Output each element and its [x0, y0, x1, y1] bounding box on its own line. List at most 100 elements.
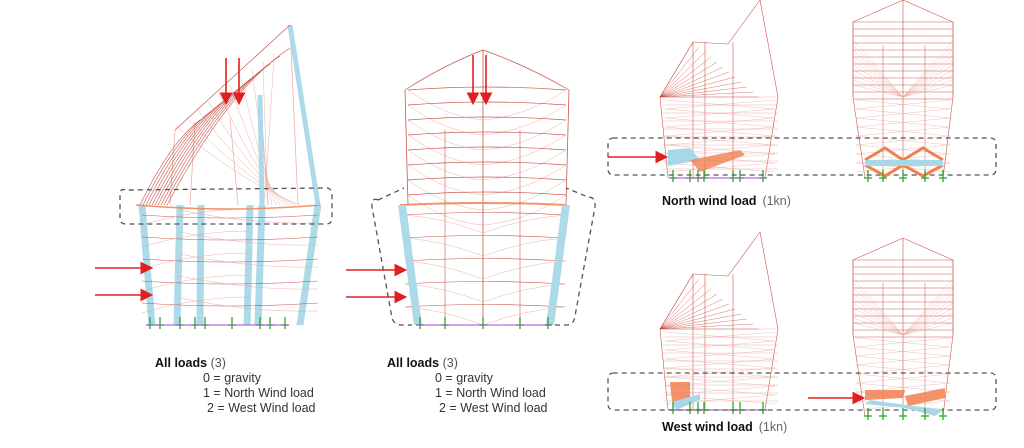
member [659, 96, 669, 179]
deformed-member [179, 231, 319, 246]
member [659, 66, 724, 98]
deformed-member [141, 280, 319, 285]
legend-item: 0 = gravity [203, 371, 262, 385]
deformed-member [407, 146, 567, 151]
deformed-member [262, 60, 269, 206]
member [852, 307, 904, 336]
member [902, 74, 954, 98]
member [902, 277, 954, 336]
member [852, 79, 904, 98]
structure-north-wind-side [607, 0, 997, 182]
member [855, 99, 951, 110]
member [664, 331, 776, 342]
deformed-member [407, 194, 484, 226]
column-stress-band [398, 205, 422, 325]
member [852, 317, 904, 336]
deformed-member [407, 161, 567, 166]
deformed-member [404, 304, 566, 308]
member [659, 273, 694, 330]
member [852, 0, 904, 23]
legend-item: 1 = North Wind load [203, 386, 314, 400]
structure-all-loads-left [95, 24, 333, 329]
member [852, 312, 904, 336]
member [692, 41, 729, 45]
member [852, 282, 904, 336]
member [902, 297, 954, 336]
deformed-member [404, 258, 566, 262]
stress-band [865, 160, 943, 166]
caption-count: (3) [442, 356, 458, 370]
member [659, 328, 669, 411]
member [902, 312, 954, 336]
caption-all-loads-right: All loads (3) 0 = gravity 1 = North Wind… [387, 356, 548, 416]
deformed-member [151, 87, 241, 206]
member [659, 51, 706, 98]
member [852, 69, 904, 98]
column-stress-band [138, 205, 156, 325]
member [289, 24, 299, 206]
member [902, 84, 954, 98]
caption-unit: (1kn) [758, 420, 788, 434]
member [902, 237, 954, 261]
member [852, 74, 904, 98]
member [659, 81, 742, 98]
structure-north-wind-front [852, 0, 954, 182]
deformed-member [179, 297, 319, 312]
column-stress-band [243, 205, 254, 325]
member [764, 96, 779, 179]
member [855, 337, 951, 348]
deformed-member [141, 214, 319, 219]
member [174, 24, 291, 131]
deformed-member [263, 52, 275, 206]
member [852, 302, 904, 336]
deformed-member [482, 214, 566, 234]
member [664, 349, 776, 360]
member [727, 231, 761, 277]
member [942, 334, 954, 417]
member [902, 39, 954, 98]
member [759, 231, 779, 330]
member [659, 283, 706, 330]
member [659, 288, 712, 330]
member [565, 89, 570, 206]
member [902, 0, 954, 23]
member [902, 69, 954, 98]
member [855, 126, 951, 137]
member [404, 89, 409, 206]
member [852, 322, 904, 336]
deformed-member [399, 202, 567, 206]
member [659, 61, 718, 98]
member [664, 358, 776, 369]
stress-band [672, 394, 700, 410]
deformed-member [166, 47, 291, 206]
deformed-member [482, 306, 566, 326]
member [659, 293, 718, 330]
member [664, 340, 776, 351]
deformed-member [407, 134, 484, 166]
member [852, 49, 904, 98]
deformed-member [404, 260, 484, 280]
member [855, 144, 951, 155]
legend-item: 0 = gravity [435, 371, 494, 385]
member [852, 297, 904, 336]
member [659, 303, 730, 330]
member [189, 121, 196, 206]
column-stress-band [287, 25, 321, 205]
member [659, 71, 730, 98]
deformed-member [141, 236, 319, 241]
deformed-member [196, 108, 293, 206]
member [852, 292, 904, 336]
deformed-member [135, 204, 321, 210]
deformed-member [407, 191, 567, 196]
stress-band [690, 150, 745, 172]
deformed-member [404, 212, 566, 216]
member [659, 278, 700, 330]
member [855, 135, 951, 146]
stress-band [865, 390, 905, 400]
member [659, 298, 724, 330]
member [852, 96, 866, 179]
deformed-member [179, 275, 319, 290]
caption-all-loads-left: All loads (3) 0 = gravity 1 = North Wind… [155, 356, 316, 416]
deformed-member [407, 104, 484, 136]
member [664, 108, 776, 119]
